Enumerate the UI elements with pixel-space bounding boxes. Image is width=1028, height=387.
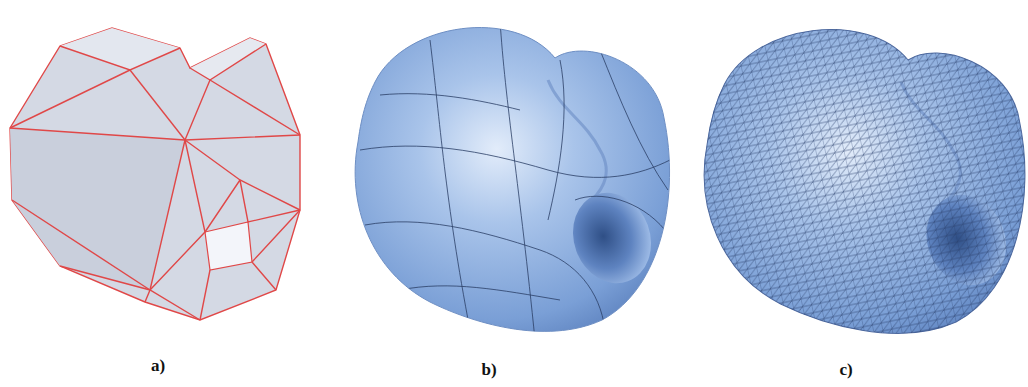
control-mesh xyxy=(10,28,300,320)
figure-label-wrap: b) xyxy=(481,360,496,380)
panel-label: b) xyxy=(481,360,496,380)
smooth-surface xyxy=(355,20,670,340)
figure-label-wrap: a) xyxy=(151,356,165,376)
figure-label-wrap: c) xyxy=(839,360,852,380)
panel-label: a) xyxy=(151,356,165,376)
panel-label: c) xyxy=(839,360,852,380)
triangle-mesh xyxy=(689,2,1028,352)
